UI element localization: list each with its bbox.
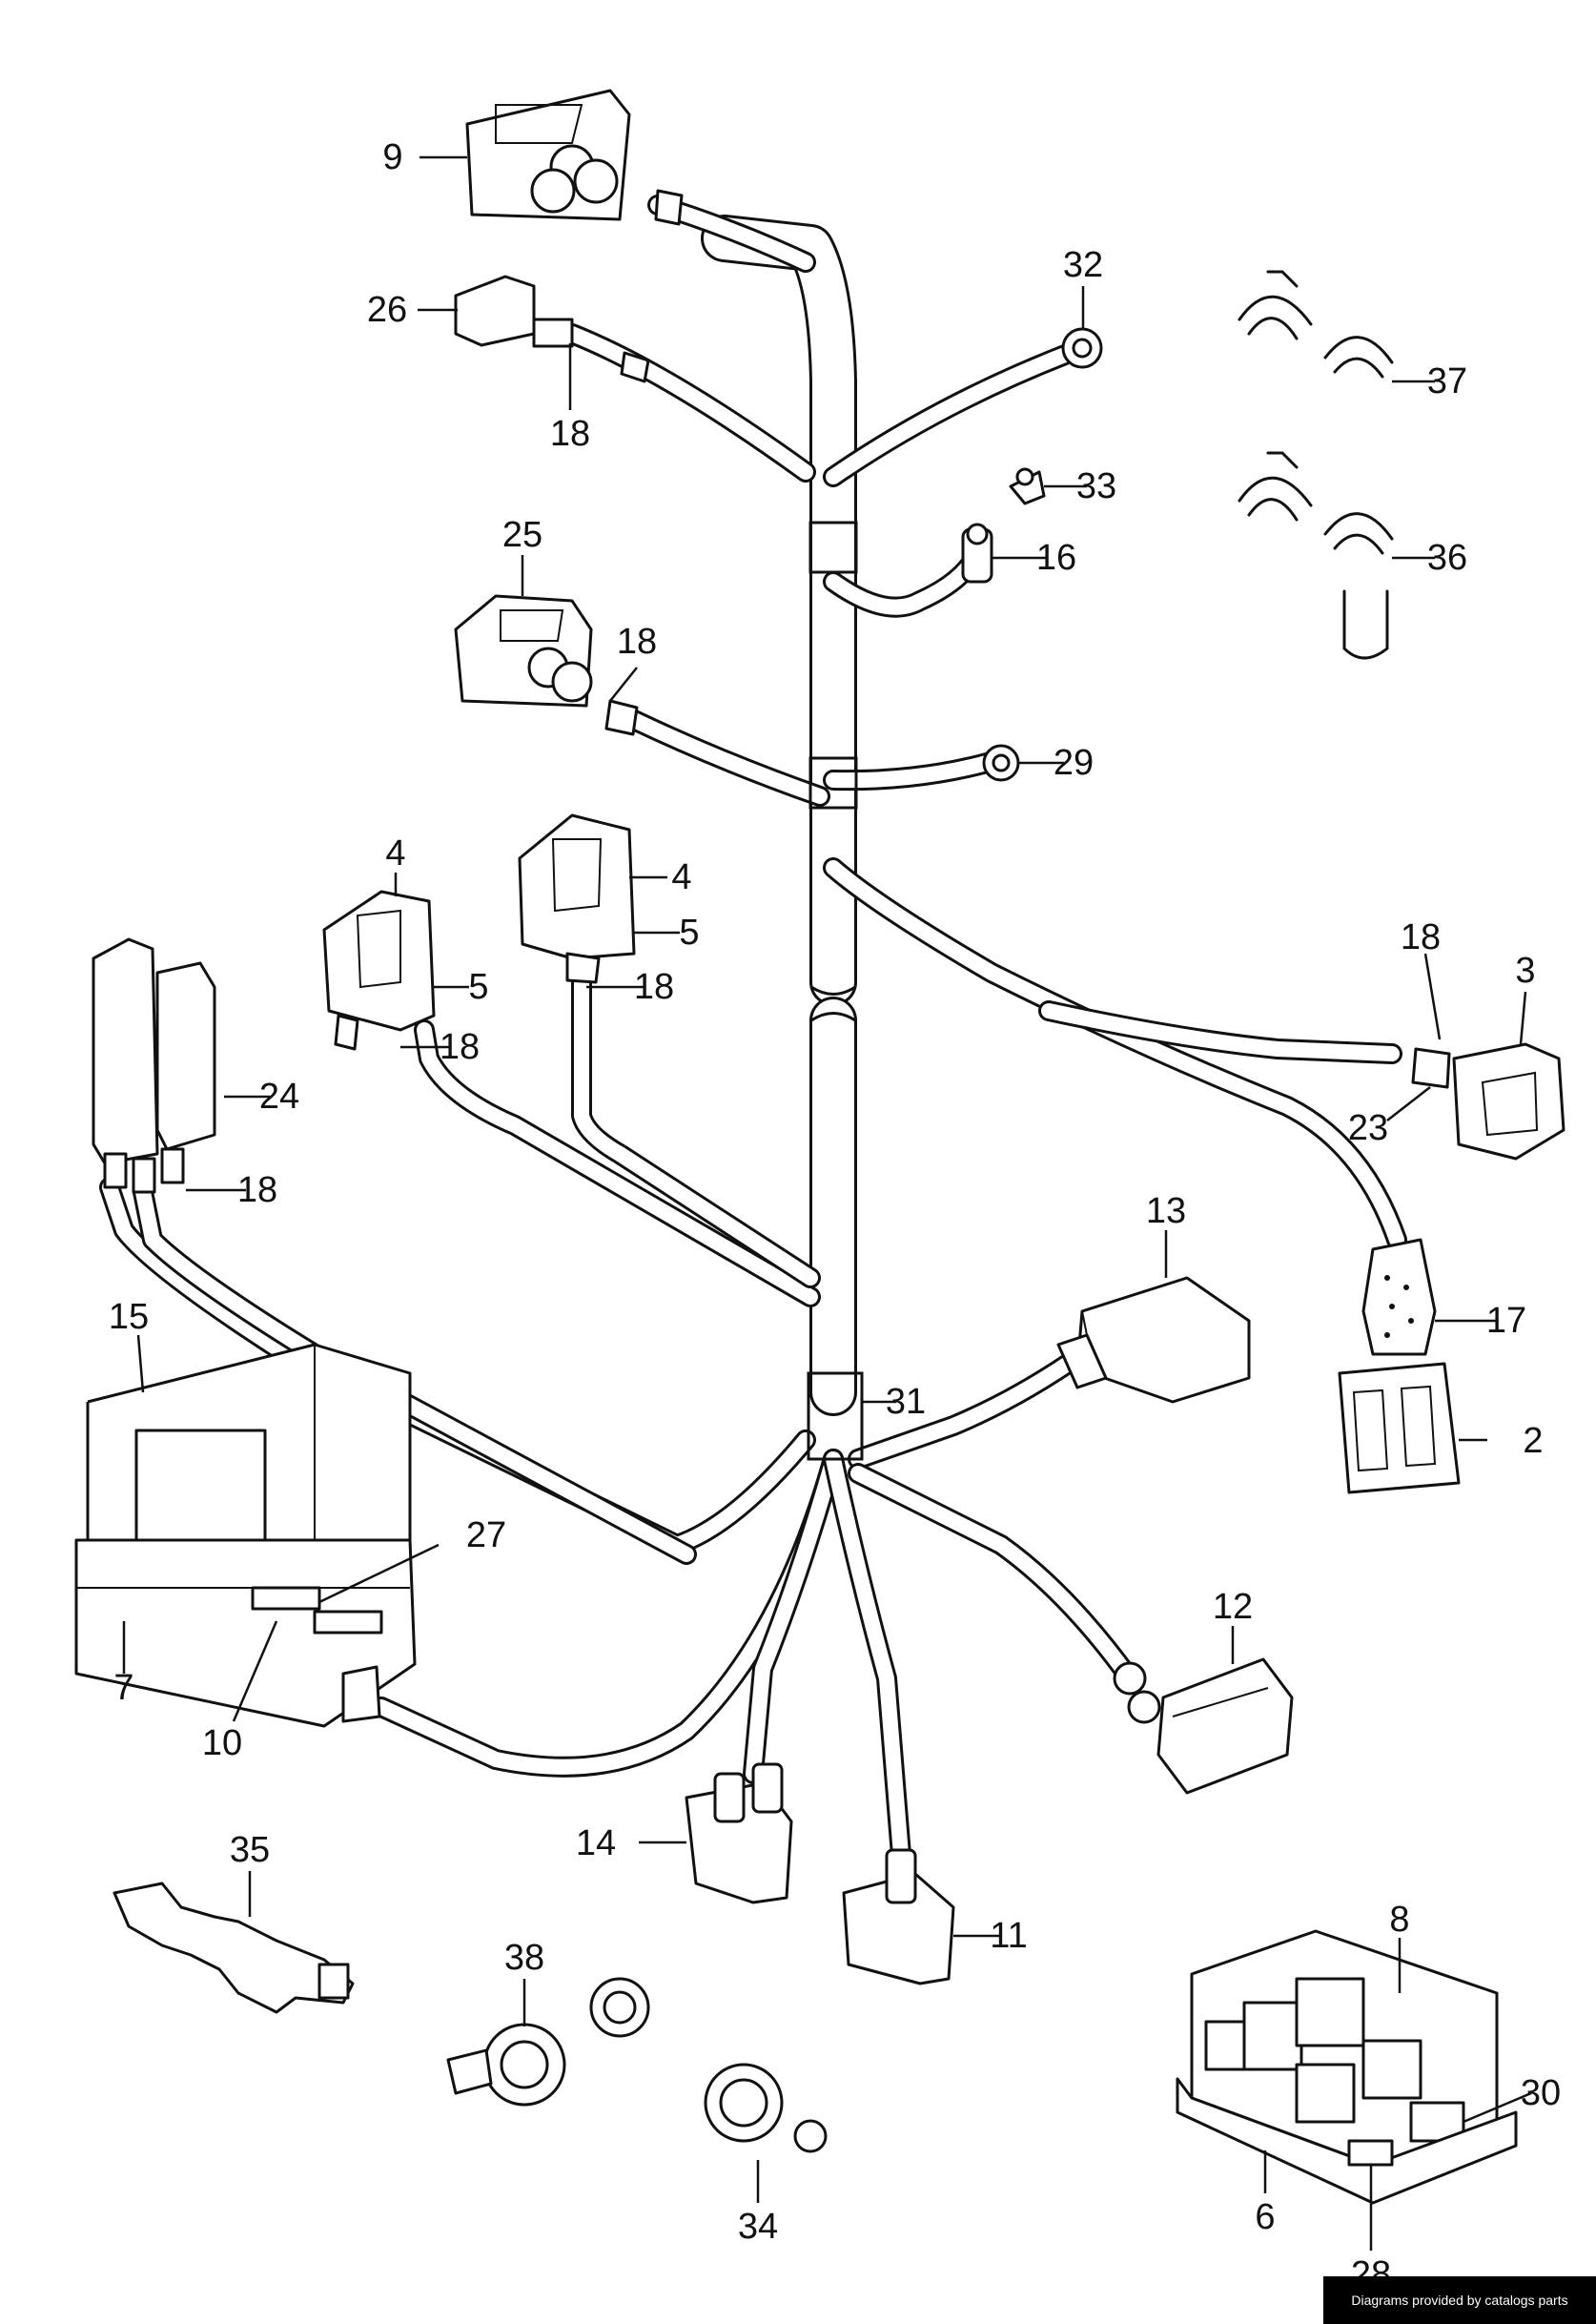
component-25 — [454, 594, 639, 736]
leader-line-18 — [1423, 953, 1442, 1040]
component-15 — [86, 1343, 412, 1547]
component-13 — [1056, 1276, 1251, 1404]
wire-12 — [574, 970, 818, 1285]
part-label-33: 33 — [1076, 466, 1116, 506]
part-label-18: 18 — [634, 967, 674, 1007]
wire-5 — [826, 340, 1090, 484]
part-label-5: 5 — [468, 967, 488, 1007]
wire-19 — [850, 1466, 1137, 1686]
wire-14 — [135, 1184, 694, 1562]
part-label-18: 18 — [440, 1027, 480, 1067]
part-label-10: 10 — [202, 1723, 242, 1763]
part-label-34: 34 — [738, 2207, 778, 2247]
part-label-25: 25 — [502, 515, 542, 555]
part-label-18: 18 — [237, 1170, 277, 1210]
component-29 — [982, 744, 1020, 782]
part-label-16: 16 — [1036, 538, 1076, 578]
component-14 — [685, 1762, 793, 1904]
trunk-break-top — [809, 985, 857, 996]
wire-8 — [626, 712, 828, 804]
part-label-31: 31 — [886, 1382, 926, 1422]
component-7 — [74, 1538, 417, 1728]
sleeve-31 — [807, 1371, 864, 1461]
component-17 — [1361, 1238, 1437, 1356]
part-label-23: 23 — [1348, 1108, 1388, 1148]
trunk-break-bottom — [809, 1012, 857, 1022]
wire-outline-19 — [848, 1463, 1140, 1689]
part-label-36: 36 — [1427, 538, 1467, 578]
wire-1 — [704, 217, 854, 1003]
leader-line-27 — [318, 1543, 440, 1604]
wire-16 — [746, 1451, 841, 1781]
component-4-right — [518, 813, 636, 984]
component-11 — [842, 1848, 955, 1985]
component-38 — [446, 1977, 650, 2107]
part-label-12: 12 — [1213, 1587, 1253, 1627]
part-label-14: 14 — [576, 1823, 616, 1863]
wire-10 — [1041, 1003, 1400, 1061]
wire-17 — [826, 1451, 909, 1862]
part-label-8: 8 — [1389, 1900, 1409, 1940]
part-label-37: 37 — [1427, 361, 1467, 401]
part-label-17: 17 — [1486, 1301, 1526, 1341]
leader-line-23 — [1386, 1086, 1431, 1121]
wire-9 — [826, 860, 1404, 1247]
component-34 — [704, 2063, 828, 2153]
component-37 — [1238, 270, 1394, 379]
part-label-27: 27 — [466, 1515, 506, 1555]
part-label-35: 35 — [230, 1830, 270, 1870]
part-labels: 2344556789101112131415161718181818181823… — [109, 137, 1561, 2294]
component-33 — [1009, 467, 1046, 505]
part-label-11: 11 — [990, 1916, 1027, 1956]
part-label-18: 18 — [550, 414, 590, 454]
sleeve-upper — [808, 521, 858, 574]
part-label-4: 4 — [671, 857, 691, 897]
part-label-18: 18 — [1401, 917, 1441, 957]
leader-line-10 — [232, 1620, 278, 1722]
part-label-9: 9 — [382, 137, 402, 177]
part-label-2: 2 — [1523, 1421, 1543, 1461]
part-label-24: 24 — [259, 1077, 299, 1117]
harness-sleeves — [807, 521, 864, 1461]
leader-lines — [122, 155, 1532, 2251]
leader-line-3 — [1519, 991, 1527, 1045]
part-label-32: 32 — [1063, 245, 1103, 285]
part-label-26: 26 — [367, 290, 407, 330]
component-16 — [961, 523, 993, 584]
part-label-15: 15 — [109, 1297, 149, 1337]
footer-credit: Diagrams provided by catalogs parts — [1323, 2276, 1596, 2324]
component-6 — [1176, 2077, 1518, 2205]
leader-line-30 — [1463, 2091, 1532, 2124]
component-24 — [92, 937, 216, 1194]
wire-18 — [850, 1356, 1075, 1467]
component-9 — [465, 89, 684, 226]
component-36 — [1238, 451, 1394, 660]
part-label-3: 3 — [1515, 951, 1535, 991]
component-2 — [1338, 1362, 1461, 1494]
wire-11 — [417, 1022, 818, 1305]
part-label-13: 13 — [1146, 1191, 1186, 1231]
part-label-29: 29 — [1054, 743, 1094, 783]
leader-line-18 — [609, 667, 638, 702]
part-label-7: 7 — [113, 1668, 133, 1708]
component-32 — [1061, 327, 1103, 369]
part-label-6: 6 — [1255, 2197, 1275, 2237]
wire-4 — [564, 326, 813, 480]
component-4-left — [322, 890, 436, 1051]
part-label-18: 18 — [617, 622, 657, 662]
part-label-38: 38 — [504, 1938, 544, 1978]
component-35 — [113, 1882, 355, 2014]
part-label-4: 4 — [385, 833, 405, 874]
component-3 — [1411, 1042, 1565, 1161]
leader-line-15 — [136, 1334, 145, 1393]
sleeve-middle — [808, 756, 858, 810]
part-label-30: 30 — [1521, 2073, 1561, 2113]
part-label-5: 5 — [679, 913, 699, 953]
wire-7 — [826, 755, 994, 789]
component-26 — [454, 275, 650, 383]
component-12 — [1113, 1657, 1294, 1795]
component-8 — [1190, 1929, 1499, 2167]
